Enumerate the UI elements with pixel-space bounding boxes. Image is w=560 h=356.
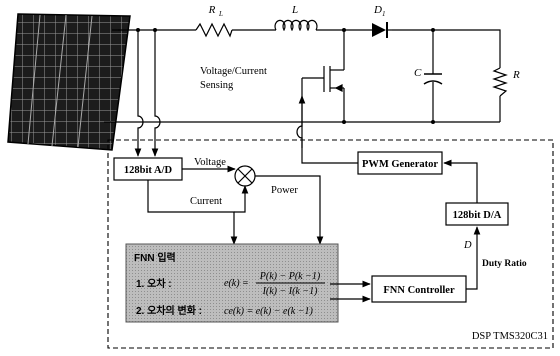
diode-d1: D 1 bbox=[372, 4, 392, 38]
label-d1-sub: 1 bbox=[382, 10, 386, 18]
label-r: R bbox=[512, 69, 520, 81]
sensing-taps bbox=[134, 30, 161, 157]
duty-ratio-label: Duty Ratio bbox=[482, 259, 527, 269]
fnn-signals bbox=[330, 226, 481, 303]
fnn-input-box: FNN 입력 1. 오차 : 2. 오차의 변화 : e(k) = P(k) −… bbox=[125, 243, 339, 323]
capacitor-c: C bbox=[414, 67, 443, 85]
mosfet-switch bbox=[301, 62, 345, 148]
current-label: Current bbox=[190, 196, 222, 207]
power-label: Power bbox=[271, 185, 298, 196]
da-to-pwm-line bbox=[443, 159, 478, 203]
eq1-numerator: P(k) − P(k −1) bbox=[259, 271, 321, 282]
multiplier bbox=[234, 165, 256, 187]
fnn-item2-label: 2. 오차의 변화 : bbox=[136, 304, 202, 317]
sensing-label-line1: Voltage/Current bbox=[200, 66, 267, 77]
junction-dots bbox=[136, 28, 435, 124]
label-d1: D bbox=[373, 4, 382, 16]
da-converter: 128bit D/A bbox=[445, 202, 509, 226]
fnn-input-title: FNN 입력 bbox=[134, 251, 176, 264]
fnn-controller: FNN Controller bbox=[371, 275, 467, 303]
resistor-rl: R L bbox=[195, 4, 233, 38]
label-c: C bbox=[414, 67, 422, 79]
dsp-label: DSP TMS320C31 bbox=[472, 331, 548, 342]
eq1-denominator: I(k) − I(k −1) bbox=[262, 286, 319, 297]
pwm-generator: PWM Generator bbox=[357, 151, 443, 175]
ad-label: 128bit A/D bbox=[124, 165, 173, 176]
pwm-label: PWM Generator bbox=[362, 159, 438, 170]
solar-panel bbox=[7, 13, 131, 151]
ad-converter: 128bit A/D bbox=[113, 157, 183, 181]
fnn-item1-label: 1. 오차 : bbox=[136, 277, 172, 290]
sensing-label-line2: Sensing bbox=[200, 80, 234, 91]
da-label: 128bit D/A bbox=[453, 210, 502, 221]
fnn-controller-label: FNN Controller bbox=[383, 285, 455, 296]
eq1-lhs: e(k) = bbox=[224, 278, 249, 289]
d-label: D bbox=[463, 240, 472, 251]
voltage-label: Voltage bbox=[194, 157, 226, 168]
label-rl: R bbox=[208, 4, 216, 16]
label-l: L bbox=[291, 4, 298, 16]
resistor-load: R bbox=[492, 67, 520, 97]
dsp-boundary bbox=[107, 139, 554, 349]
inductor-l: L bbox=[274, 4, 318, 32]
gate-drive-line bbox=[296, 98, 358, 164]
label-rl-sub: L bbox=[218, 10, 223, 18]
ad-signals bbox=[147, 165, 324, 245]
eq2: ce(k) = e(k) − e(k −1) bbox=[224, 306, 313, 317]
